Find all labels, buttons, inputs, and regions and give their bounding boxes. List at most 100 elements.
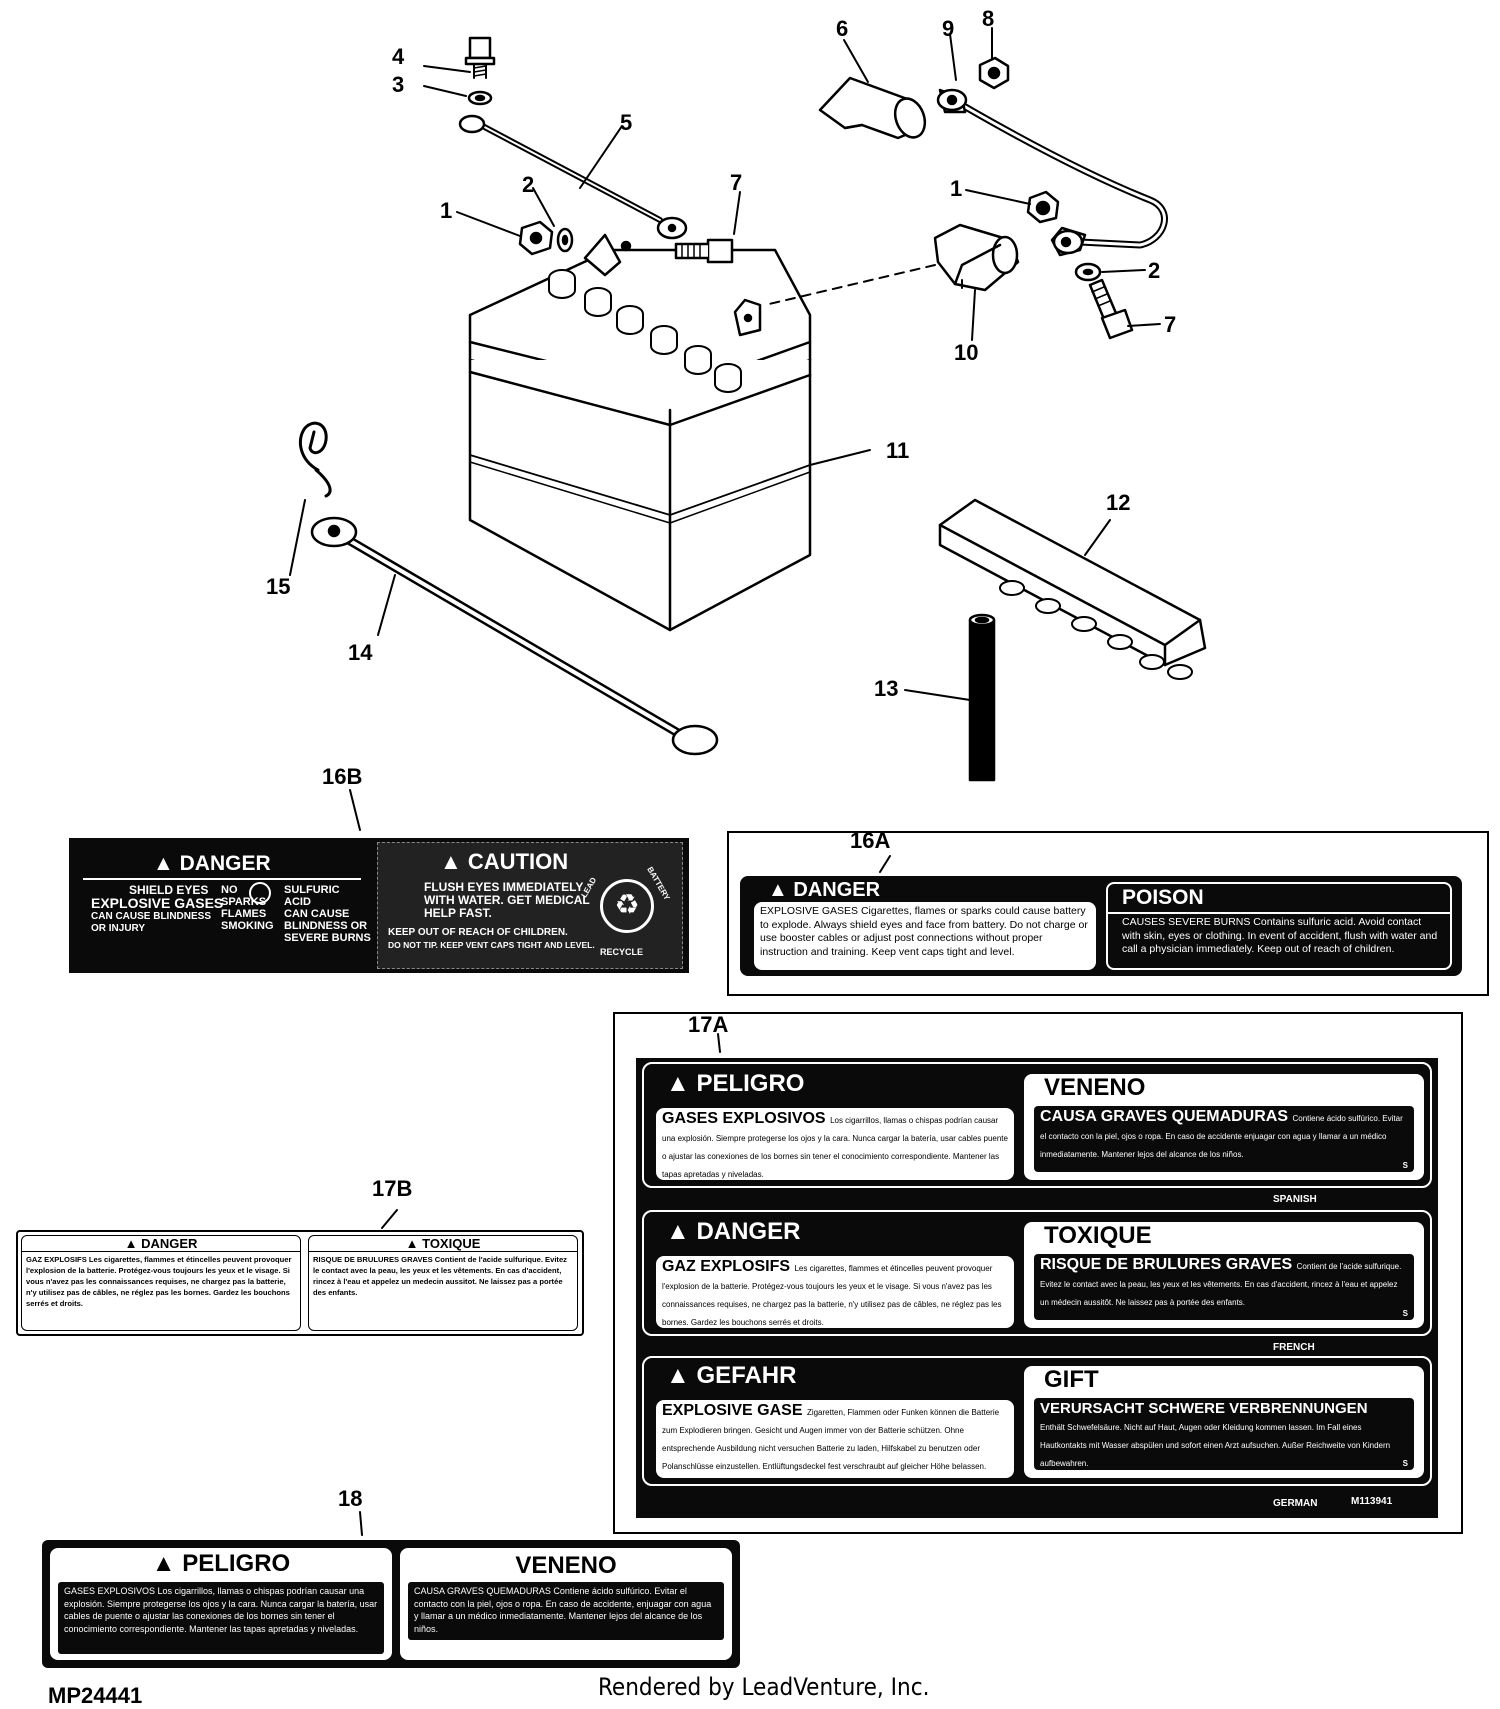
decal-17a-part-number: M113941	[1351, 1496, 1393, 1507]
warning-triangle-icon: ▲	[666, 1070, 690, 1097]
callout-7-left: 7	[730, 170, 742, 195]
decal-16b-caution-lines: FLUSH EYES IMMEDIATELY WITH WATER. GET M…	[424, 880, 590, 920]
decal-17a-frame	[613, 1012, 1463, 1534]
warning-triangle-icon: ▲	[124, 1236, 138, 1251]
decal-17a-lang-spanish: SPANISH	[1273, 1194, 1317, 1205]
decal-17a-fr-s: S	[1402, 1309, 1408, 1318]
callout-4: 4	[392, 44, 405, 69]
callout-5: 5	[620, 110, 632, 135]
lock-washer-part-2-right[interactable]	[1074, 262, 1102, 282]
decal-17b-danger-panel: ▲ DANGER GAZ EXPLOSIFS Les cigarettes, f…	[21, 1235, 301, 1331]
decal-16a-danger-text: EXPLOSIVE GASES Cigarettes, flames or sp…	[754, 902, 1096, 970]
decal-18-poison-panel: VENENO CAUSA GRAVES QUEMADURAS Contiene …	[400, 1548, 732, 1660]
bolt-part-7-right[interactable]	[1088, 278, 1134, 340]
decal-17b-danger-title: DANGER	[141, 1236, 198, 1251]
vent-tube-part-13[interactable]	[968, 613, 996, 782]
battery-part-11[interactable]	[468, 233, 812, 632]
decal-18-danger-panel: ▲ PELIGRO GASES EXPLOSIVOS Los cigarrill…	[50, 1548, 392, 1660]
callout-14: 14	[348, 640, 373, 665]
callout-3: 3	[392, 72, 404, 97]
decal-17a-de-text: Zigaretten, Flammen oder Funken können d…	[662, 1408, 1000, 1471]
decal-17b-toxique-panel: ▲ TOXIQUE RISQUE DE BRULURES GRAVES Cont…	[308, 1235, 578, 1331]
hold-down-block-part-12[interactable]	[938, 498, 1207, 680]
decal-16b-col3: SULFURIC ACID CAN CAUSE BLINDNESS OR SEV…	[284, 884, 371, 944]
terminal-boot-part-6[interactable]	[818, 76, 930, 142]
decal-16b-caution-panel: ▲ CAUTION FLUSH EYES IMMEDIATELY WITH WA…	[377, 842, 683, 969]
decal-17b-danger-text: GAZ EXPLOSIFS Les cigarettes, flammes et…	[26, 1255, 292, 1308]
decal-16b[interactable]: ▲ DANGER SHIELD EYES EXPLOSIVE GASES CAN…	[69, 838, 689, 973]
decal-17a-german: ▲ GEFAHR EXPLOSIVE GASE Zigaretten, Flam…	[642, 1356, 1432, 1486]
decal-17a-fr-poison-title: TOXIQUE	[1044, 1222, 1152, 1249]
decal-17a-de-title: GEFAHR	[696, 1362, 797, 1389]
j-hook-part-15[interactable]	[298, 421, 332, 498]
decal-17a[interactable]: ▲ PELIGRO GASES EXPLOSIVOS Los cigarrill…	[636, 1058, 1438, 1518]
decal-18[interactable]: ▲ PELIGRO GASES EXPLOSIVOS Los cigarrill…	[42, 1540, 740, 1668]
callout-10: 10	[954, 340, 978, 365]
decal-17b-toxique-text: RISQUE DE BRULURES GRAVES Contient de l'…	[313, 1255, 567, 1297]
warning-triangle-icon: ▲	[768, 879, 788, 901]
bolt-part-7-left[interactable]	[674, 238, 734, 264]
callout-6: 6	[836, 16, 848, 41]
decal-18-title: PELIGRO	[182, 1550, 291, 1577]
lock-washer-part-2-left[interactable]	[556, 227, 574, 253]
callout-12: 12	[1106, 490, 1130, 515]
decal-17b-toxique-title: TOXIQUE	[422, 1236, 481, 1251]
decal-16b-caution-foot: KEEP OUT OF REACH OF CHILDREN. DO NOT TI…	[388, 927, 595, 950]
decal-17b[interactable]: ▲ DANGER GAZ EXPLOSIFS Les cigarettes, f…	[16, 1230, 584, 1336]
callout-1-left: 1	[440, 198, 452, 223]
decal-17a-de-sub: EXPLOSIVE GASE	[662, 1402, 803, 1419]
warning-triangle-icon: ▲	[666, 1218, 690, 1245]
decal-16a-poison-panel: POISON CAUSES SEVERE BURNS Contains sulf…	[1106, 882, 1452, 970]
callout-7-right: 7	[1164, 312, 1176, 337]
decal-16a-poison-title: POISON	[1122, 886, 1204, 909]
bolt-part-4[interactable]	[464, 36, 496, 79]
callout-15: 15	[266, 574, 290, 599]
decal-17a-fr-poison-text: Contient de l'acide sulfurique. Evitez l…	[1040, 1262, 1402, 1307]
callout-9: 9	[942, 16, 954, 41]
callout-18: 18	[338, 1486, 362, 1511]
hold-down-rod-part-14[interactable]	[310, 516, 719, 756]
decal-18-text: GASES EXPLOSIVOS Los cigarrillos, llamas…	[64, 1586, 378, 1634]
decal-17a-lang-german: GERMAN	[1273, 1498, 1318, 1509]
washer-part-3[interactable]	[467, 90, 493, 106]
decal-17a-fr-title: DANGER	[696, 1218, 801, 1245]
battery-cable-part-5[interactable]	[458, 114, 688, 240]
warning-triangle-icon: ▲	[666, 1362, 690, 1389]
nut-part-1-left[interactable]	[518, 220, 554, 256]
decal-16a-danger-title: DANGER	[793, 879, 881, 901]
no-smoking-icon	[249, 882, 271, 904]
decal-16b-col1: SHIELD EYES EXPLOSIVE GASES CAN CAUSE BL…	[91, 883, 224, 934]
decal-17a-es-poison-title: VENENO	[1044, 1074, 1146, 1101]
diagram-id: MP24441	[48, 1683, 143, 1708]
decal-18-poison-text: CAUSA GRAVES QUEMADURAS Contiene ácido s…	[414, 1586, 712, 1634]
decal-17a-de-poison-sub: VERURSACHT SCHWERE VERBRENNUNGEN	[1040, 1400, 1368, 1417]
callout-1-right: 1	[950, 176, 962, 201]
decal-16b-caution-title: CAUTION	[467, 849, 569, 874]
decal-17a-es-title: PELIGRO	[696, 1070, 805, 1097]
render-credit: Rendered by LeadVenture, Inc.	[598, 1673, 930, 1701]
nut-part-1-right[interactable]	[1026, 190, 1060, 224]
decal-17a-es-text: Los cigarrillos, llamas o chispas podría…	[662, 1116, 1008, 1179]
decal-17a-es-sub: GASES EXPLOSIVOS	[662, 1110, 826, 1127]
decal-16a-frame	[727, 831, 1489, 996]
warning-triangle-icon: ▲	[405, 1236, 419, 1251]
terminal-cover-part-10[interactable]	[933, 223, 1020, 292]
decal-17a-lang-french: FRENCH	[1273, 1342, 1315, 1353]
callout-13: 13	[874, 676, 898, 701]
ground-cable-part-9[interactable]	[936, 88, 1168, 257]
decal-17a-fr-sub: GAZ EXPLOSIFS	[662, 1258, 791, 1275]
nut-part-8[interactable]	[978, 56, 1010, 90]
callout-2-right: 2	[1148, 258, 1160, 283]
callout-11: 11	[886, 438, 909, 463]
callout-17a: 17A	[688, 1012, 728, 1037]
decal-16b-danger-title: DANGER	[179, 852, 271, 875]
callout-8: 8	[982, 6, 994, 31]
recycle-icon: ♻	[600, 879, 654, 933]
warning-triangle-icon: ▲	[153, 852, 174, 875]
decal-17a-es-s: S	[1402, 1161, 1408, 1170]
decal-16a[interactable]: ▲ DANGER EXPLOSIVE GASES Cigarettes, fla…	[740, 876, 1462, 976]
callout-17b: 17B	[372, 1176, 412, 1201]
decal-16b-recycle: RECYCLE	[600, 947, 644, 957]
callout-16b: 16B	[322, 764, 362, 789]
